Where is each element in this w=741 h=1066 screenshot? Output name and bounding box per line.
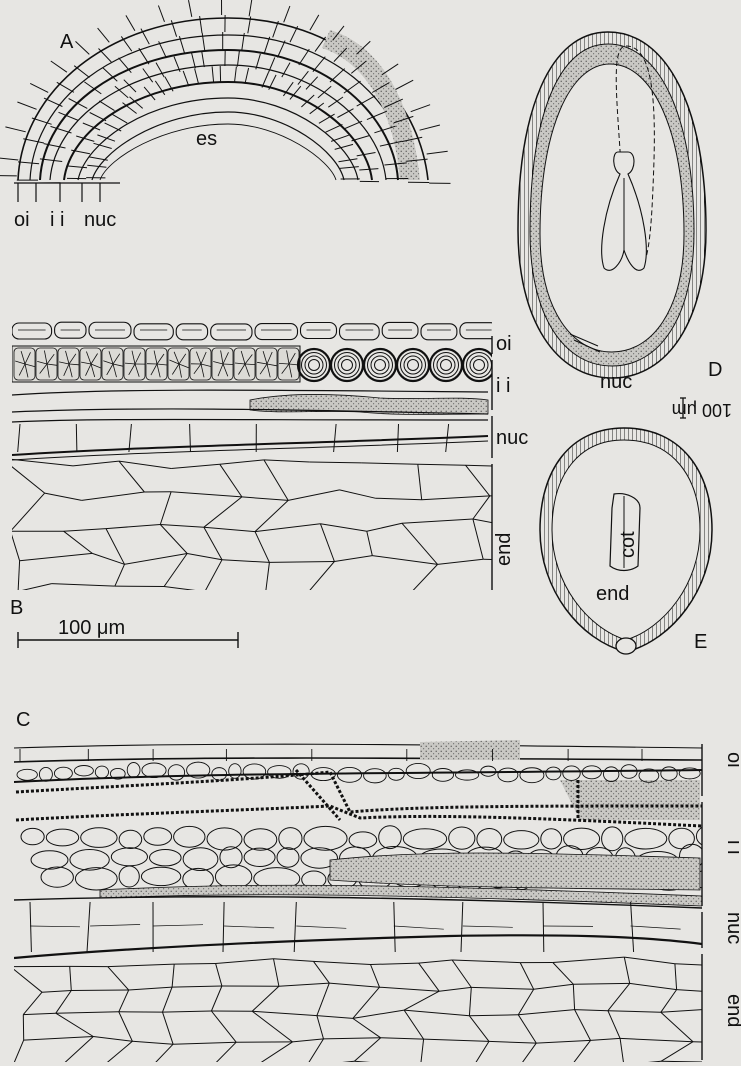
b-label-nuc: nuc xyxy=(496,427,528,449)
label-cot: cot xyxy=(617,531,639,558)
b-label-oi: oi xyxy=(496,333,512,355)
panel-e: cot end E xyxy=(540,428,712,654)
c-label-nuc: nuc xyxy=(723,912,741,944)
c-label-end: end xyxy=(723,994,741,1027)
panel-c-letter: C xyxy=(16,709,30,731)
panel-c: C xyxy=(11,709,741,1066)
d-scale-bar-label: 100 μm xyxy=(672,400,732,420)
label-ii: i i xyxy=(50,209,64,231)
panel-a: A es oi i i nuc xyxy=(0,0,450,231)
panel-d-letter: D xyxy=(708,359,722,381)
b-label-end: end xyxy=(493,533,515,566)
label-oi: oi xyxy=(14,209,30,231)
label-es: es xyxy=(196,128,217,150)
panel-e-letter: E xyxy=(694,631,707,653)
panel-b: oi i i nuc end B 100 μm xyxy=(1,322,539,648)
label-e-end: end xyxy=(596,583,629,605)
b-label-ii: i i xyxy=(496,375,510,397)
panel-d: nuc D 100 μm xyxy=(518,32,732,420)
panel-a-letter: A xyxy=(60,31,74,53)
b-scale-bar-label: 100 μm xyxy=(58,617,125,639)
panel-b-letter: B xyxy=(10,597,23,619)
label-nuc: nuc xyxy=(84,209,116,231)
c-label-ii: i i xyxy=(723,840,741,854)
label-d-nuc: nuc xyxy=(600,371,632,393)
c-label-oi: oi xyxy=(723,752,741,768)
